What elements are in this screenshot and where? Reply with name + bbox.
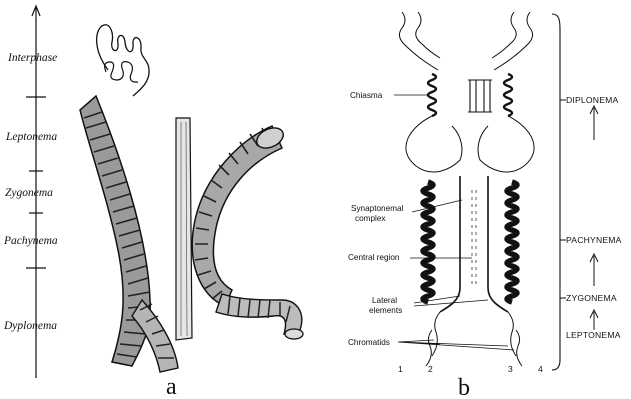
chiasma-right-coil bbox=[504, 74, 512, 116]
label-lateral-line2: elements bbox=[369, 306, 402, 315]
panel-b: Chiasma Synaptonemal complex Central reg… bbox=[348, 12, 622, 399]
stage-label-interphase: Interphase bbox=[7, 52, 57, 64]
lateral-element-right bbox=[488, 176, 508, 312]
pachynema-left-block bbox=[423, 182, 433, 302]
centromere-column bbox=[176, 118, 192, 340]
lateral-element-left bbox=[440, 176, 460, 312]
stage-label-leptonema: Leptonema bbox=[5, 131, 57, 143]
chromatid-number-1: 1 bbox=[398, 364, 403, 374]
phase-arrow-1 bbox=[590, 106, 598, 140]
stage-label-zygonema: Zygonema bbox=[5, 187, 53, 199]
label-chiasma: Chiasma bbox=[350, 91, 383, 100]
label-chromatids: Chromatids bbox=[348, 338, 390, 347]
phase-label-leptonema: LEPTONEMA bbox=[566, 330, 621, 340]
chromosome-thread bbox=[97, 25, 149, 96]
stage-label-pachynema: Pachynema bbox=[3, 235, 58, 247]
chromosome-drawing bbox=[80, 25, 303, 372]
panel-a: Interphase Leptonema Zygonema Pachynema … bbox=[3, 6, 303, 399]
chromatid-number-2: 2 bbox=[428, 364, 433, 374]
chromatid-number-4: 4 bbox=[538, 364, 543, 374]
label-lateral-line1: Lateral bbox=[372, 296, 397, 305]
central-element bbox=[472, 190, 476, 286]
right-chromosome-arm bbox=[192, 126, 282, 306]
phase-arrow-2 bbox=[590, 254, 598, 286]
label-central-region: Central region bbox=[348, 253, 400, 262]
diplonema-right-loop bbox=[478, 116, 534, 172]
chromatid-number-3: 3 bbox=[508, 364, 513, 374]
leptonema-strands bbox=[426, 312, 522, 366]
chiasma-bars bbox=[468, 80, 492, 112]
thread-loops bbox=[105, 62, 138, 83]
stage-label-dyplonema: Dyplonema bbox=[3, 320, 57, 332]
leader-synaptonemal bbox=[412, 200, 462, 212]
top-right-strands bbox=[492, 12, 533, 70]
phase-bracket bbox=[552, 14, 560, 370]
phase-label-pachynema: PACHYNEMA bbox=[566, 235, 622, 245]
diplonema-left-loop bbox=[406, 116, 462, 172]
leader-chromatids bbox=[398, 340, 514, 350]
phase-arrow-3 bbox=[590, 310, 598, 330]
phase-label-diplonema: DIPLONEMA bbox=[566, 95, 618, 105]
label-synaptonemal-line2: complex bbox=[355, 214, 386, 223]
label-synaptonemal-line1: Synaptonemal bbox=[351, 204, 404, 213]
top-left-strands bbox=[399, 12, 440, 70]
synaptonemal-diagram bbox=[394, 12, 598, 370]
pachynema-right-block bbox=[507, 182, 517, 302]
panel-b-letter: b bbox=[458, 375, 470, 399]
right-lower-tail-end bbox=[285, 329, 303, 339]
phase-label-zygonema: ZYGONEMA bbox=[566, 293, 617, 303]
panel-a-letter: a bbox=[166, 374, 177, 399]
chiasma-left-coil bbox=[428, 74, 436, 116]
